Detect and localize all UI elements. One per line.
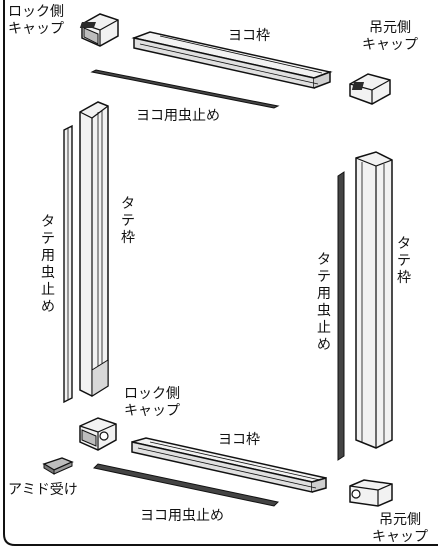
label-char: 枠 <box>121 230 135 246</box>
vertical-screen-strip-right <box>337 171 345 461</box>
horizontal-frame-top <box>131 31 333 89</box>
label-vertical-frame-right: タテ枠 <box>396 236 412 287</box>
label-char: 用 <box>41 248 55 264</box>
label-char: 用 <box>317 286 331 302</box>
vertical-screen-strip-left <box>63 124 73 404</box>
lock-side-cap-top <box>79 13 119 47</box>
label-horizontal-screen-bottom: ヨコ用虫止め <box>140 508 224 524</box>
horizontal-screen-strip-top <box>90 69 280 109</box>
hinge-side-cap-top <box>349 73 391 105</box>
vertical-frame-left <box>79 101 109 397</box>
label-char: タ <box>41 214 55 230</box>
label-horizontal-screen-top: ヨコ用虫止め <box>136 108 220 124</box>
horizontal-frame-bottom <box>131 437 327 493</box>
label-char: 虫 <box>317 303 331 319</box>
label-hinge-cap-bottom: 吊元側 キャップ <box>372 512 428 545</box>
label-char: 止 <box>41 282 55 298</box>
label-char: テ <box>317 269 331 285</box>
lock-side-cap-bottom <box>79 417 117 451</box>
label-char: タ <box>121 196 135 212</box>
label-char: テ <box>41 231 55 247</box>
horizontal-screen-strip-bottom <box>92 463 280 507</box>
label-vertical-screen-left: タテ用虫止め <box>40 214 56 316</box>
label-char: め <box>41 299 55 315</box>
label-char: タ <box>317 252 331 268</box>
label-char: 止 <box>317 320 331 336</box>
label-char: タ <box>397 236 411 252</box>
label-horizontal-frame-top: ヨコ枠 <box>228 28 270 44</box>
label-char: テ <box>121 213 135 229</box>
label-vertical-screen-right: タテ用虫止め <box>316 252 332 354</box>
label-net-door-receiver: アミド受け <box>8 482 78 498</box>
label-char: 枠 <box>397 270 411 286</box>
hinge-side-cap-bottom <box>349 479 393 507</box>
label-char: め <box>317 337 331 353</box>
net-door-receiver <box>42 457 74 475</box>
label-lock-cap-bottom: ロック側 キャップ <box>124 386 180 419</box>
label-horizontal-frame-bottom: ヨコ枠 <box>218 432 260 448</box>
label-lock-cap-top: ロック側 キャップ <box>8 4 64 37</box>
label-vertical-frame-left: タテ枠 <box>120 196 136 247</box>
label-hinge-cap-top: 吊元側 キャップ <box>362 20 418 53</box>
label-char: 虫 <box>41 265 55 281</box>
diagram-frame <box>3 0 438 546</box>
label-char: テ <box>397 253 411 269</box>
vertical-frame-right <box>355 151 393 449</box>
